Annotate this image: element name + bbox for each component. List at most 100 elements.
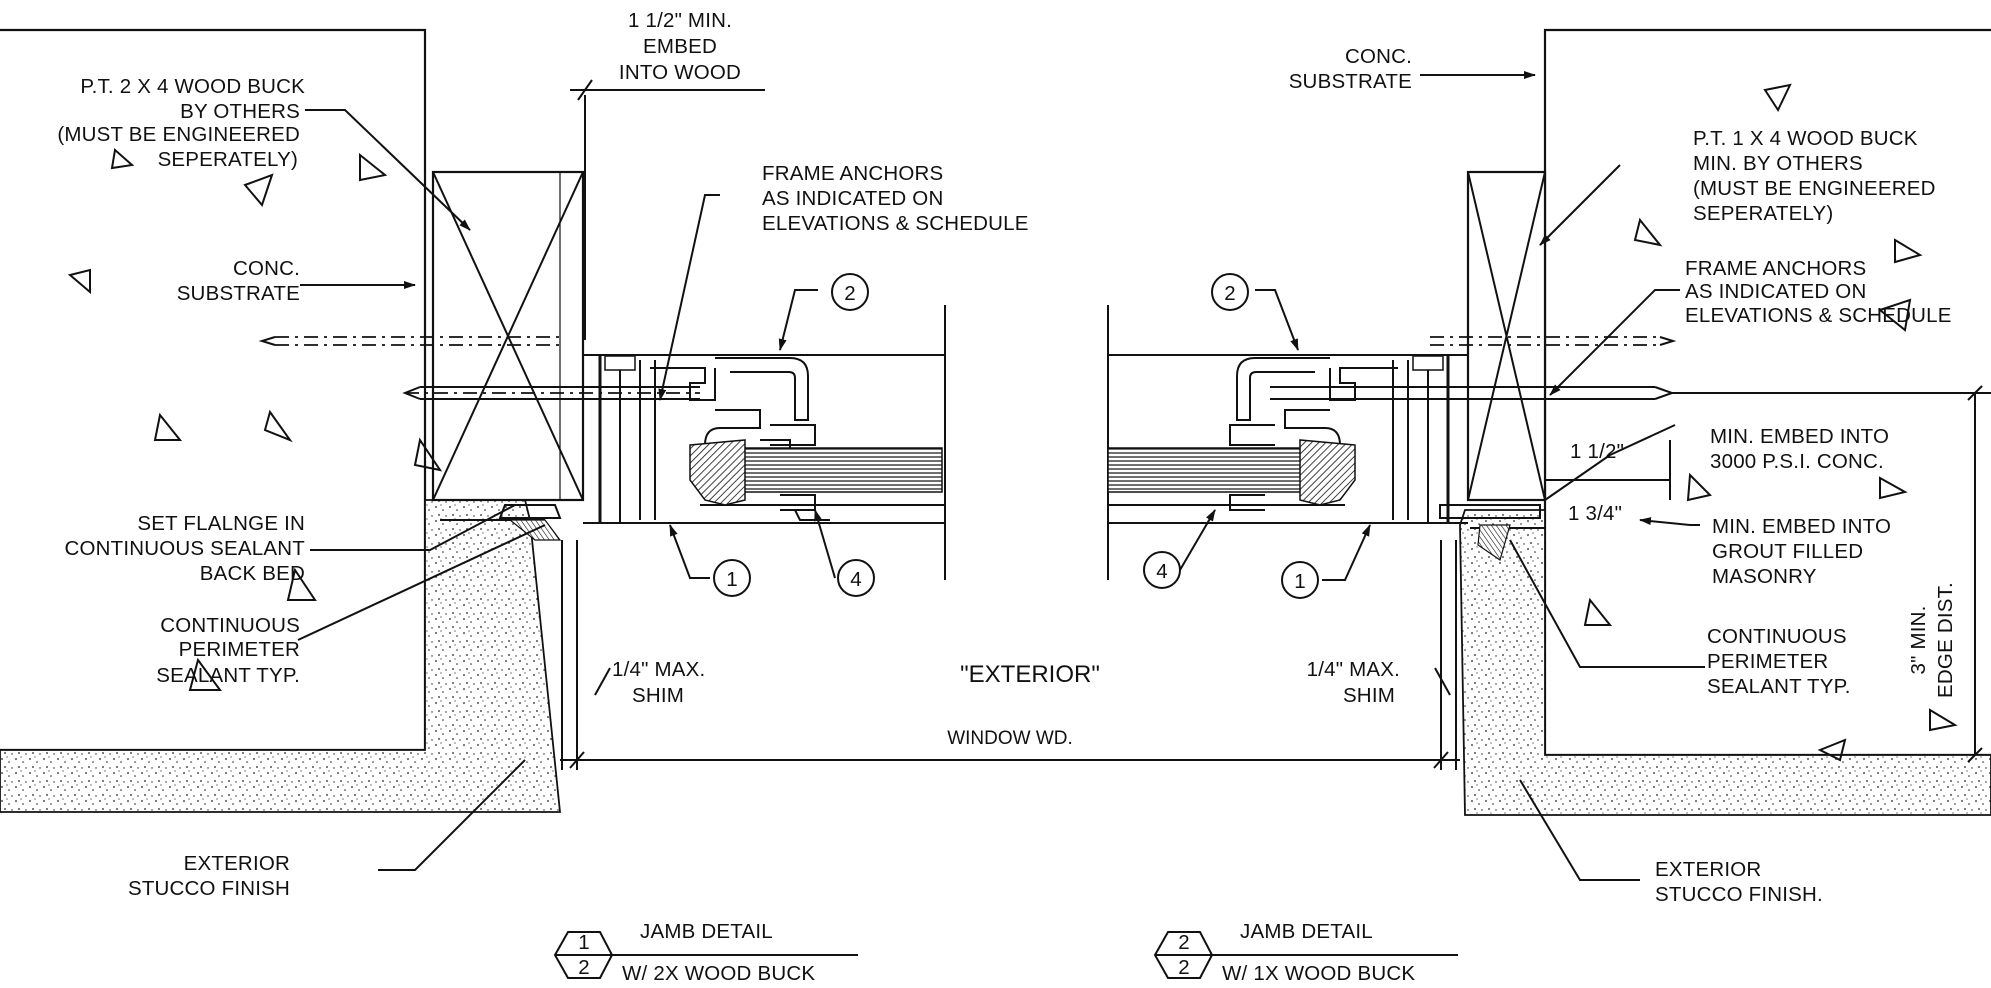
svg-text:EDGE DIST.: EDGE DIST.: [1934, 582, 1957, 698]
exterior-label: "EXTERIOR": [960, 661, 1100, 688]
window-width-label: WINDOW WD.: [947, 728, 1073, 749]
note-shim-right: 1/4" MAX. SHIM: [1307, 658, 1400, 707]
callout-1-right: 1: [1281, 561, 1319, 599]
svg-text:2: 2: [1224, 282, 1236, 305]
window-width-dimension: [560, 751, 1460, 769]
svg-text:JAMB DETAIL: JAMB DETAIL: [640, 920, 773, 943]
svg-text:4: 4: [850, 568, 862, 591]
svg-text:W/ 1X WOOD BUCK: W/ 1X WOOD BUCK: [1222, 962, 1415, 985]
svg-text:CONTINUOUS: CONTINUOUS: [160, 614, 300, 637]
note-perimeter-sealant-right: CONTINUOUS PERIMETER SEALANT TYP.: [1707, 625, 1851, 698]
svg-text:EXTERIOR: EXTERIOR: [184, 852, 290, 875]
svg-text:AS INDICATED ON: AS INDICATED ON: [1685, 280, 1866, 303]
note-frame-anchors-right: FRAME ANCHORS AS INDICATED ON ELEVATIONS…: [1685, 257, 1952, 327]
svg-text:1 1/2" MIN.: 1 1/2" MIN.: [628, 9, 732, 32]
left-glass-pane: [741, 447, 943, 493]
right-glass-pane: [1107, 447, 1309, 493]
svg-text:EXTERIOR: EXTERIOR: [1655, 858, 1761, 881]
detail-title-left: 1 2 JAMB DETAIL W/ 2X WOOD BUCK: [553, 920, 858, 985]
callout-4-right: 4: [1143, 551, 1181, 589]
right-window-frame: [1107, 305, 1468, 580]
note-embed-masonry: MIN. EMBED INTO GROUT FILLED MASONRY: [1712, 515, 1891, 588]
svg-text:W/ 2X WOOD BUCK: W/ 2X WOOD BUCK: [622, 962, 815, 985]
svg-text:P.T. 1 X 4 WOOD BUCK: P.T. 1 X 4 WOOD BUCK: [1693, 127, 1918, 150]
svg-text:2: 2: [1178, 956, 1190, 979]
svg-text:(MUST BE ENGINEERED: (MUST BE ENGINEERED: [57, 123, 300, 146]
svg-text:BY OTHERS: BY OTHERS: [180, 100, 300, 123]
svg-text:EMBED: EMBED: [643, 35, 717, 58]
left-anchor-screws: [258, 336, 700, 400]
svg-text:GROUT FILLED: GROUT FILLED: [1712, 540, 1863, 563]
svg-text:SUBSTRATE: SUBSTRATE: [1289, 70, 1412, 93]
callout-2-right: 2: [1211, 273, 1249, 311]
note-edge-distance: 3" MIN. EDGE DIST.: [1907, 582, 1957, 698]
svg-text:2: 2: [1178, 931, 1190, 954]
note-embed-into-wood: 1 1/2" MIN. EMBED INTO WOOD: [619, 9, 741, 84]
svg-text:STUCCO FINISH.: STUCCO FINISH.: [1655, 883, 1823, 906]
svg-text:BACK BED: BACK BED: [200, 562, 305, 585]
callout-1-left: 1: [713, 559, 751, 597]
svg-text:P.T. 2 X 4 WOOD BUCK: P.T. 2 X 4 WOOD BUCK: [80, 75, 305, 98]
svg-text:2: 2: [844, 282, 856, 305]
svg-text:SEPERATELY): SEPERATELY): [158, 148, 298, 171]
right-wood-buck: [1466, 170, 1547, 502]
note-embed-conc: MIN. EMBED INTO 3000 P.S.I. CONC.: [1710, 425, 1889, 473]
svg-text:INTO WOOD: INTO WOOD: [619, 61, 741, 84]
svg-text:MIN. BY OTHERS: MIN. BY OTHERS: [1693, 152, 1863, 175]
svg-text:4: 4: [1156, 560, 1168, 583]
svg-text:1: 1: [578, 931, 590, 954]
svg-text:2: 2: [578, 956, 590, 979]
right-perimeter-sealant: [1477, 524, 1511, 561]
svg-text:SUBSTRATE: SUBSTRATE: [177, 282, 300, 305]
left-glazing-gasket: [689, 439, 746, 506]
svg-text:CONC.: CONC.: [233, 257, 300, 280]
svg-text:MIN. EMBED INTO: MIN. EMBED INTO: [1712, 515, 1891, 538]
svg-text:STUCCO FINISH: STUCCO FINISH: [128, 877, 290, 900]
svg-text:SHIM: SHIM: [632, 684, 684, 707]
svg-text:1/4" MAX.: 1/4" MAX.: [1307, 658, 1400, 681]
svg-text:FRAME ANCHORS: FRAME ANCHORS: [1685, 257, 1866, 280]
leader-lines: [297, 71, 1705, 881]
left-wood-buck: [431, 170, 585, 502]
callout-4-left: 4: [837, 559, 875, 597]
dim-one-and-half: 1 1/2": [1570, 440, 1624, 463]
left-flange-sealant: [498, 504, 562, 519]
svg-text:MASONRY: MASONRY: [1712, 565, 1817, 588]
note-conc-substrate-left: CONC. SUBSTRATE: [177, 257, 300, 305]
svg-text:SEALANT TYP.: SEALANT TYP.: [156, 664, 300, 687]
left-window-frame: [583, 305, 946, 580]
right-concrete-aggregate: [1583, 83, 1958, 762]
svg-text:1: 1: [726, 568, 738, 591]
svg-text:PERIMETER: PERIMETER: [179, 638, 300, 661]
svg-text:(MUST BE ENGINEERED: (MUST BE ENGINEERED: [1693, 177, 1936, 200]
note-flange-sealant: SET FLALNGE IN CONTINUOUS SEALANT BACK B…: [64, 512, 305, 585]
note-conc-substrate-right: CONC. SUBSTRATE: [1289, 45, 1412, 93]
right-jamb-detail: [1107, 28, 1991, 816]
note-perimeter-sealant-left: CONTINUOUS PERIMETER SEALANT TYP.: [156, 614, 300, 687]
note-frame-anchors-left: FRAME ANCHORS AS INDICATED ON ELEVATIONS…: [762, 162, 1029, 235]
svg-text:ELEVATIONS & SCHEDULE: ELEVATIONS & SCHEDULE: [762, 212, 1029, 235]
svg-text:CONTINUOUS: CONTINUOUS: [1707, 625, 1847, 648]
note-2x4-wood-buck: P.T. 2 X 4 WOOD BUCK BY OTHERS (MUST BE …: [57, 75, 305, 171]
note-stucco-right: EXTERIOR STUCCO FINISH.: [1655, 858, 1823, 906]
note-stucco-left: EXTERIOR STUCCO FINISH: [128, 852, 290, 900]
svg-text:SHIM: SHIM: [1343, 684, 1395, 707]
callout-2-left: 2: [831, 273, 869, 311]
svg-text:PERIMETER: PERIMETER: [1707, 650, 1828, 673]
detail-title-right: 2 2 JAMB DETAIL W/ 1X WOOD BUCK: [1153, 920, 1458, 985]
svg-text:CONTINUOUS SEALANT: CONTINUOUS SEALANT: [64, 537, 305, 560]
svg-text:FRAME ANCHORS: FRAME ANCHORS: [762, 162, 943, 185]
svg-text:1: 1: [1294, 570, 1306, 593]
svg-text:SET FLALNGE IN: SET FLALNGE IN: [137, 512, 305, 535]
svg-text:SEALANT TYP.: SEALANT TYP.: [1707, 675, 1851, 698]
right-glazing-gasket: [1299, 439, 1356, 506]
svg-text:CONC.: CONC.: [1345, 45, 1412, 68]
left-jamb-detail: [0, 28, 946, 813]
svg-text:AS INDICATED ON: AS INDICATED ON: [762, 187, 943, 210]
svg-text:JAMB DETAIL: JAMB DETAIL: [1240, 920, 1373, 943]
svg-text:3000 P.S.I. CONC.: 3000 P.S.I. CONC.: [1710, 450, 1884, 473]
svg-text:1/4" MAX.: 1/4" MAX.: [612, 658, 705, 681]
svg-text:ELEVATIONS & SCHEDULE: ELEVATIONS & SCHEDULE: [1685, 304, 1952, 327]
svg-text:MIN. EMBED INTO: MIN. EMBED INTO: [1710, 425, 1889, 448]
